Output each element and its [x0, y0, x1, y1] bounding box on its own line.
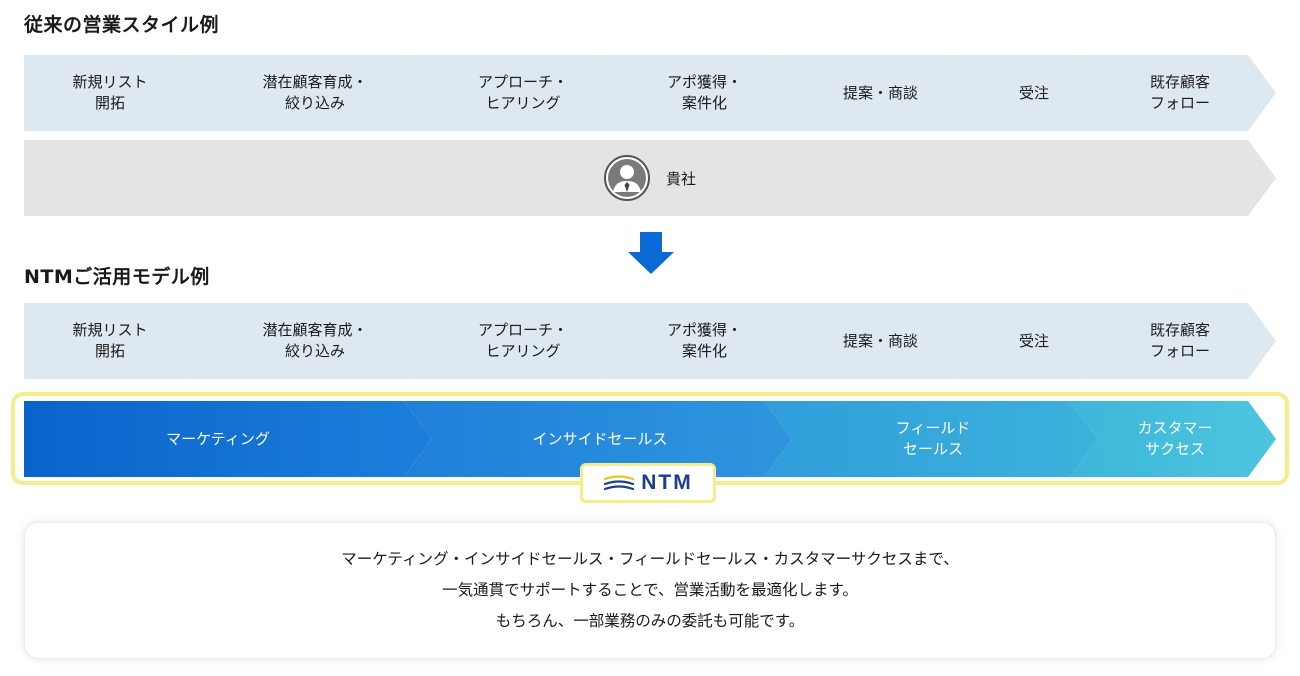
traditional-steps: 新規リスト 開拓 潜在顧客育成・ 絞り込み アプローチ・ ヒアリング アポ獲得・…: [24, 55, 1276, 131]
client-bar: 貴社: [24, 140, 1276, 216]
wave-logo-icon: [604, 475, 635, 491]
step-follow-up: 既存顧客 フォロー: [1080, 55, 1276, 131]
step-approach: アプローチ・ ヒアリング: [410, 55, 632, 131]
ntm-logo: NTM: [580, 463, 716, 503]
step-approach: アプローチ・ ヒアリング: [410, 303, 632, 379]
step-nurturing: 潜在顧客育成・ 絞り込み: [188, 55, 438, 131]
step-proposal: 提案・商談: [773, 55, 984, 131]
ntm-logo-text: NTM: [641, 471, 693, 494]
summary-line: 一気通貫でサポートすることで、営業活動を最適化します。: [442, 581, 858, 599]
step-new-list: 新規リスト 開拓: [24, 303, 216, 379]
step-follow-up: 既存顧客 フォロー: [1080, 303, 1276, 379]
step-nurturing: 潜在顧客育成・ 絞り込み: [188, 303, 438, 379]
step-appointment: アポ獲得・ 案件化: [604, 55, 801, 131]
person-icon: [604, 155, 650, 201]
arrow-down-icon: [628, 232, 674, 274]
ntm-service-steps: マーケティング インサイドセールス フィールド セールス カスタマー サクセス: [24, 401, 1276, 477]
ntm-model-title: NTMご活用モデル例: [24, 266, 210, 288]
step-new-list: 新規リスト 開拓: [24, 55, 216, 131]
ntm-model-steps: 新規リスト 開拓 潜在顧客育成・ 絞り込み アプローチ・ ヒアリング アポ獲得・…: [24, 303, 1276, 379]
traditional-title: 従来の営業スタイル例: [24, 14, 220, 36]
summary-line: もちろん、一部業務のみの委託も可能です。: [495, 612, 805, 630]
service-marketing: マーケティング: [24, 401, 432, 477]
client-label: 貴社: [665, 169, 696, 188]
summary-line: マーケティング・インサイドセールス・フィールドセールス・カスタマーサクセスまで、: [341, 550, 959, 568]
step-appointment: アポ獲得・ 案件化: [604, 303, 801, 379]
summary-box: マーケティング・インサイドセールス・フィールドセールス・カスタマーサクセスまで、…: [24, 522, 1276, 659]
step-proposal: 提案・商談: [773, 303, 984, 379]
service-field-sales: フィールド セールス: [764, 401, 1098, 477]
service-customer-success: カスタマー サクセス: [1070, 401, 1276, 477]
